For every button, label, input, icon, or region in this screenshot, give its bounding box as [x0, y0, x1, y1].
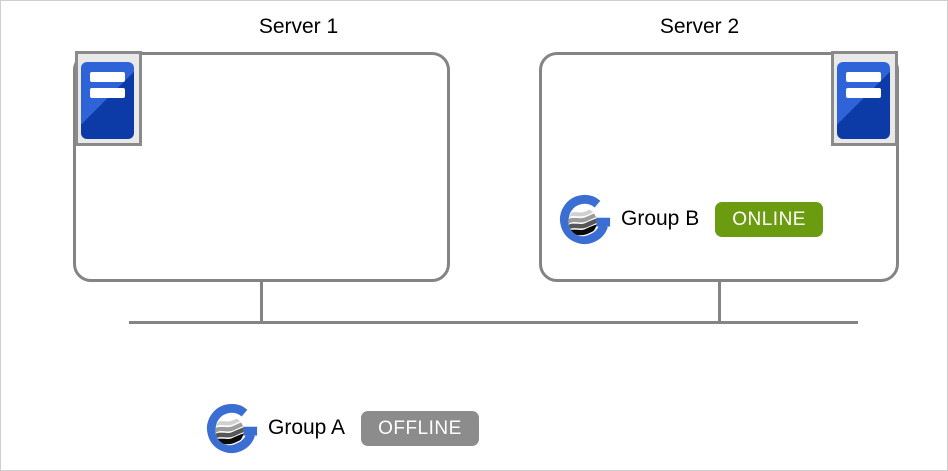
group-globe-icon — [206, 401, 261, 456]
group-globe-icon — [559, 192, 614, 247]
server-tower-icon — [831, 51, 898, 146]
group-b-row: Group B ONLINE — [559, 191, 823, 247]
server2-label: Server 2 — [659, 15, 740, 38]
server-tower-body — [837, 62, 890, 139]
server-tower-icon — [75, 51, 142, 146]
group-b-label: Group B — [621, 207, 700, 230]
server-drive-bay — [90, 88, 125, 98]
group-a-row: Group A OFFLINE — [206, 400, 479, 456]
server-drive-bay — [846, 88, 881, 98]
server-tower-body — [81, 62, 134, 139]
server1-connector-line — [260, 280, 263, 323]
group-a-status-badge: OFFLINE — [361, 410, 479, 446]
group-a-label: Group A — [268, 416, 346, 439]
server1-label: Server 1 — [258, 15, 339, 38]
server2-connector-line — [718, 280, 721, 323]
server-drive-bay — [846, 72, 881, 82]
server-drive-bay — [90, 72, 125, 82]
network-bus-line — [129, 321, 858, 324]
group-b-status-badge: ONLINE — [715, 201, 823, 237]
